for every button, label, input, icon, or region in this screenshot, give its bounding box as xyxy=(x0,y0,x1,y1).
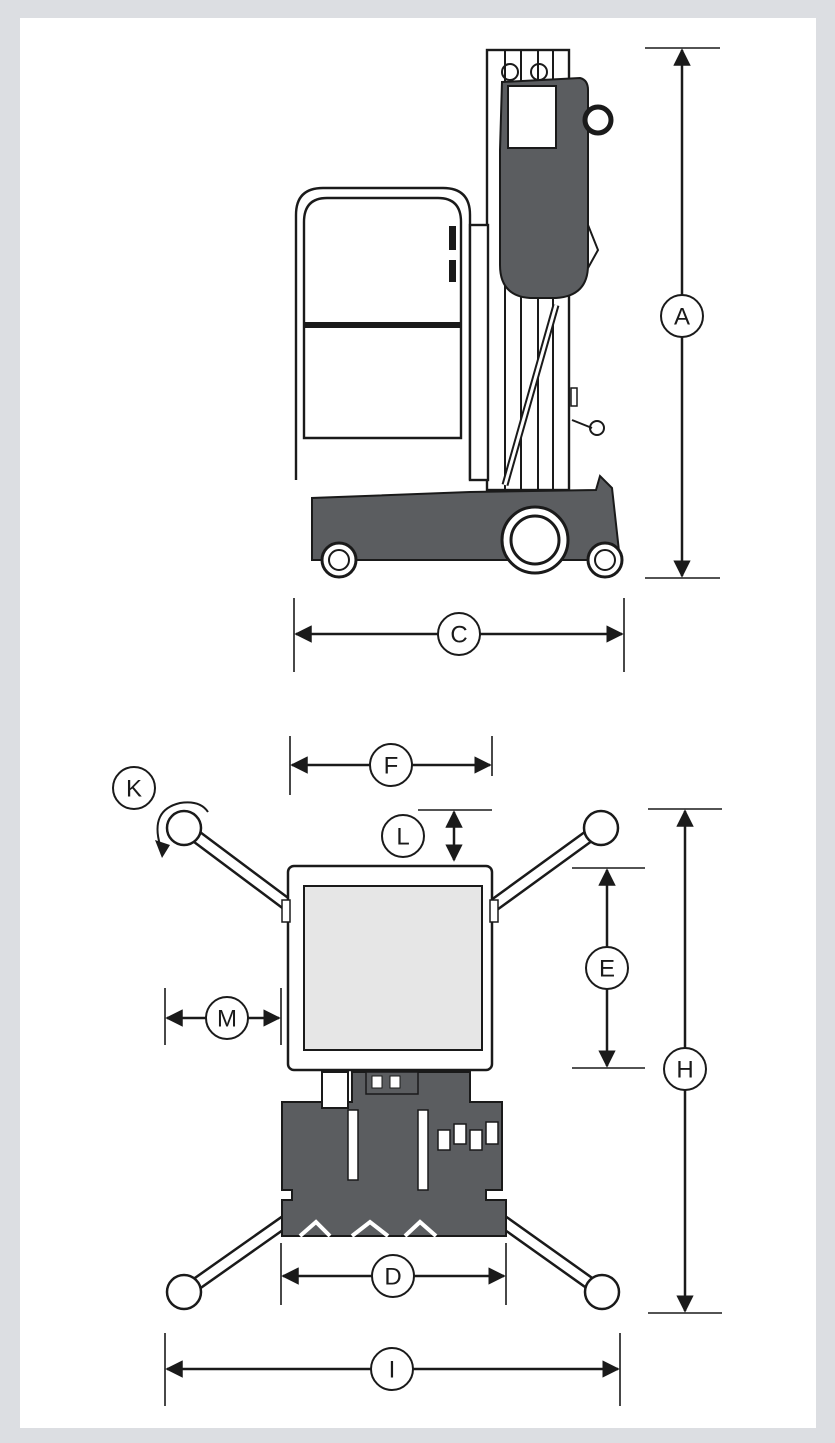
dimension-i: I xyxy=(164,1333,621,1406)
label-d: D xyxy=(384,1264,401,1291)
dimension-f: F xyxy=(289,736,493,795)
label-i: I xyxy=(389,1357,396,1384)
label-f: F xyxy=(384,753,399,780)
label-k: K xyxy=(126,776,142,803)
dimension-h: H xyxy=(648,808,722,1314)
side-view-lift xyxy=(294,48,624,579)
label-a: A xyxy=(674,304,690,331)
label-e: E xyxy=(599,956,615,983)
label-h: H xyxy=(676,1057,693,1084)
dimension-c: C xyxy=(293,598,625,672)
dimension-m: M xyxy=(164,988,282,1045)
top-view-lift xyxy=(155,801,621,1311)
label-c: C xyxy=(450,622,467,649)
label-m: M xyxy=(217,1006,237,1033)
dimension-a: A xyxy=(645,47,720,579)
label-l: L xyxy=(396,824,409,851)
dimension-e: E xyxy=(572,867,645,1069)
dimension-k: K xyxy=(112,766,156,810)
dimension-l: L xyxy=(381,809,492,862)
dimension-d: D xyxy=(280,1243,507,1305)
